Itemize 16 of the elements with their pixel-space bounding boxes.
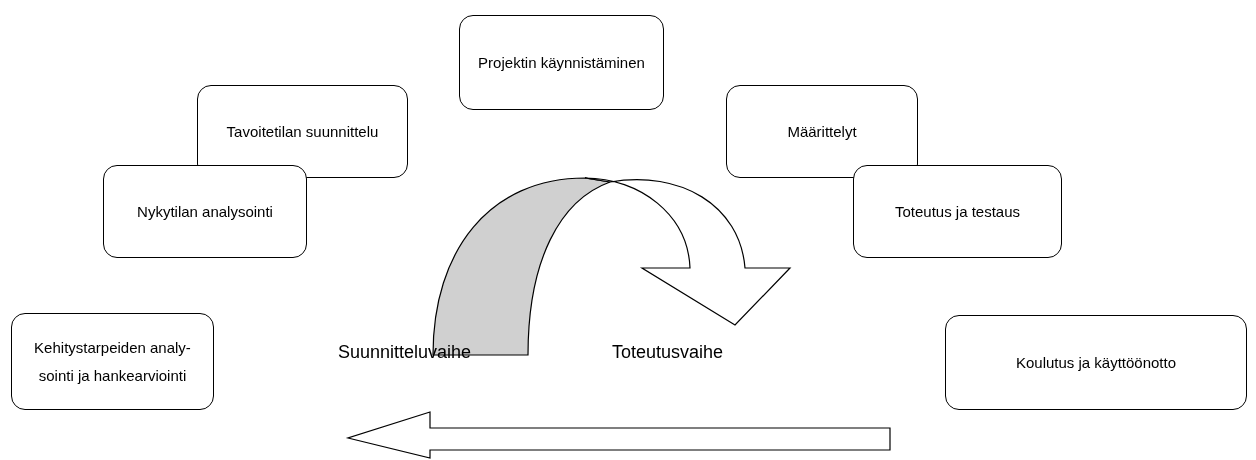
process-box [103, 165, 307, 258]
process-box [853, 165, 1062, 258]
phase-label: Toteutusvaihe [612, 342, 724, 363]
process-box [197, 85, 408, 178]
step-label: Nykytilan analysointi [137, 201, 273, 222]
step-label: Määrittelyt [787, 121, 857, 142]
step-label: Tavoitetilan suunnittelu [226, 121, 379, 142]
process-box [945, 315, 1247, 410]
process-box [11, 313, 214, 410]
process-box [726, 85, 918, 178]
step-label: Kehitystarpeiden analy- sointi ja hankearviointi [33, 337, 192, 386]
phase-label: Suunnitteluvaihe [338, 342, 472, 363]
process-box [459, 15, 664, 110]
step-label: Koulutus ja käyttöönotto [1015, 352, 1177, 373]
step-label: Projektin käynnistäminen [478, 52, 645, 73]
step-label: Toteutus ja testaus [894, 201, 1021, 222]
